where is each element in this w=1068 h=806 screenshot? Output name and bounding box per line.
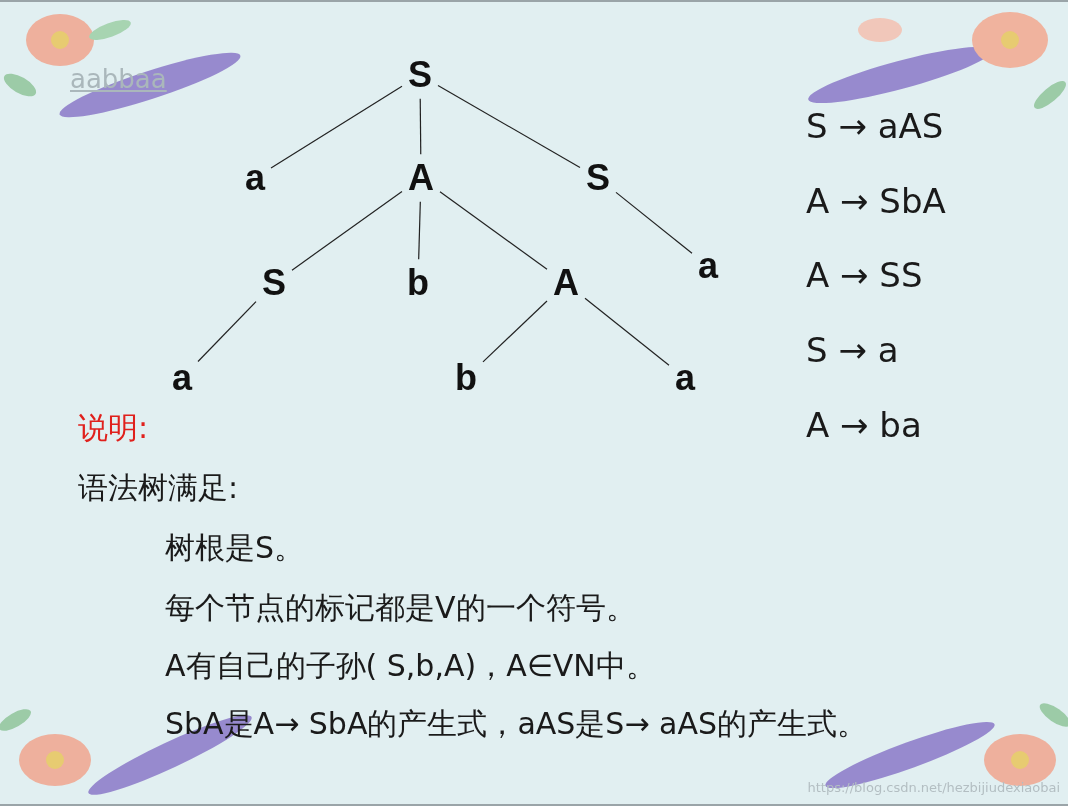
tree-symbol: a [694,244,722,288]
symbol-text: S [586,158,610,198]
note-text: SbA是A→ SbA的产生式，aAS是S→ aAS的产生式。 [165,706,867,742]
note-heading: 说明: [78,410,148,446]
tree-edge [483,301,547,362]
tree-edge [420,99,422,154]
symbol-text: a [675,358,695,398]
symbol-text: a [245,158,265,198]
tree-edge [616,192,692,253]
tree-symbol: a [671,356,699,400]
tree-edge [292,192,402,271]
tree-symbol: b [403,261,433,305]
tree-edge [585,298,669,365]
watermark-text: aabbaa [70,64,167,95]
note-text: A有自己的子孙( S,b,A)，A∈VN中。 [165,648,656,684]
production-rule: A → SbA [806,181,946,222]
symbol-text: b [455,358,477,398]
symbol-text: S [408,55,432,95]
tree-edge [440,192,547,269]
tree-edge [419,202,421,259]
note-text: 每个节点的标记都是V的一个符号。 [165,590,636,626]
production-rule: A → SS [806,255,923,296]
watermark-url: https://blog.csdn.net/hezbijiudexiaobai [807,780,1060,796]
symbol-text: b [407,263,429,303]
tree-edge [198,302,256,362]
tree-symbol: a [241,156,269,200]
symbol-text: A [408,158,434,198]
tree-symbol: S [404,53,436,97]
tree-symbol: S [582,156,614,200]
symbol-text: S [262,263,286,303]
note-text: 树根是S。 [165,530,304,566]
tree-edge [438,85,580,167]
tree-edge [271,86,402,168]
tree-symbol: b [451,356,481,400]
production-rule: A → ba [806,405,922,446]
symbol-text: a [172,358,192,398]
tree-symbol: S [258,261,290,305]
note-text: 语法树满足: [78,470,238,506]
symbol-text: a [698,246,718,286]
tree-symbol: A [404,156,438,200]
tree-symbol: a [168,356,196,400]
tree-symbol: A [549,261,583,305]
production-rule: S → a [806,330,899,371]
symbol-text: A [553,263,579,303]
production-rule: S → aAS [806,106,943,147]
